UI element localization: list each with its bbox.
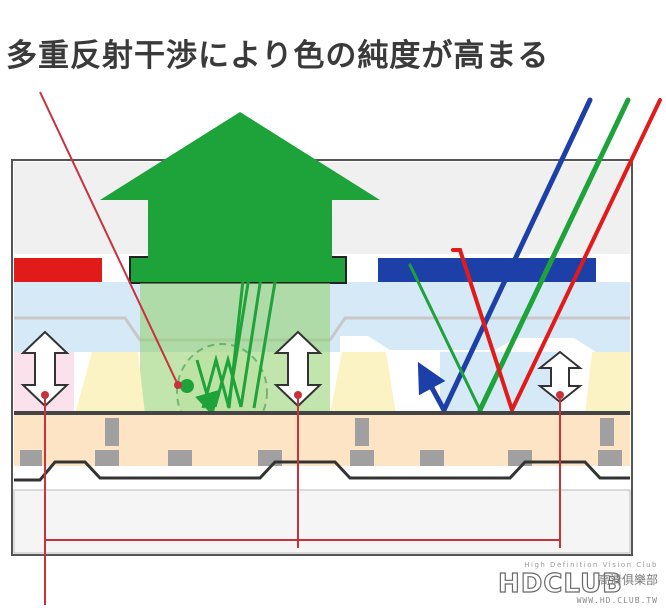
watermark-url: WWW.HD.CLUB.TW [576,596,658,605]
watermark-title: High Definition Vision Club [524,561,658,569]
emission-point [180,379,194,393]
double-arrows [20,330,583,408]
cream-bank-left [75,352,145,414]
watermark-logo-text: HDCLUB [497,568,623,599]
watermark-logo: High Definition Vision Club HDCLUB 高清俱樂部… [497,561,658,605]
reflective-electrode-line [14,411,630,415]
blue-filter [378,258,596,282]
tft-wiring [14,460,630,482]
red-filter [14,258,102,282]
green-filter [129,256,347,284]
caption-text: 多重反射干渉により色の純度が高まる [6,38,550,74]
cream-bank-mid [330,352,396,414]
large-green-up-arrow [100,112,380,258]
watermark-cjk: 高清俱樂部 [597,573,658,587]
leader-lines [39,91,561,605]
external-light-rays [408,97,662,416]
substrate [13,489,631,554]
cream-bank-right [585,352,630,414]
multi-reflection-arrows [195,166,302,417]
tft-gray-blocks [20,418,622,466]
